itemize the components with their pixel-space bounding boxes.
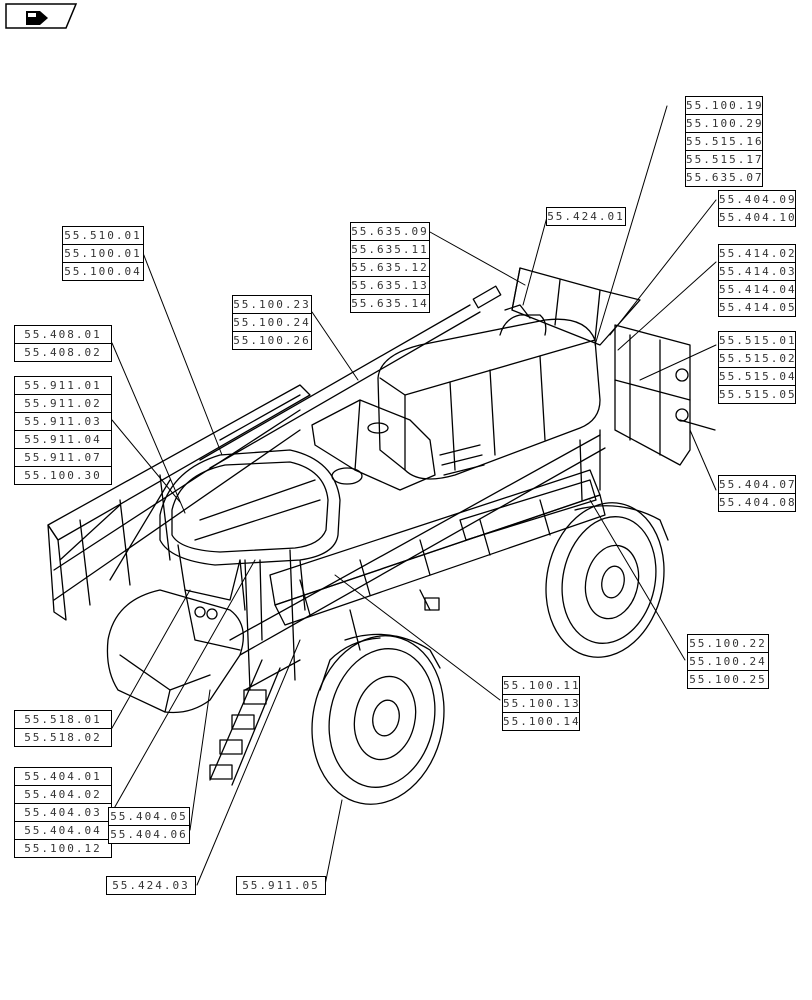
part-ref[interactable]: 55.515.02 <box>719 349 795 367</box>
part-ref[interactable]: 55.408.02 <box>15 343 111 361</box>
part-ref[interactable]: 55.404.05 <box>110 810 188 823</box>
part-ref[interactable]: 55.404.01 <box>24 770 102 783</box>
part-ref[interactable]: 55.404.02 <box>15 785 111 803</box>
part-ref[interactable]: 55.100.24 <box>233 313 311 331</box>
part-ref[interactable]: 55.100.12 <box>15 839 111 857</box>
part-ref[interactable]: 55.404.08 <box>719 493 795 511</box>
callout-c17[interactable]: 55.424.03 <box>106 876 196 895</box>
part-ref[interactable]: 55.408.01 <box>24 328 102 341</box>
callout-c1[interactable]: 55.100.19 55.100.29 55.515.16 55.515.17 … <box>685 96 763 187</box>
part-ref[interactable]: 55.414.04 <box>719 280 795 298</box>
part-ref[interactable]: 55.100.19 <box>686 99 764 112</box>
part-ref[interactable]: 55.911.07 <box>15 448 111 466</box>
callout-c12[interactable]: 55.100.22 55.100.24 55.100.25 <box>687 634 769 689</box>
callout-c3[interactable]: 55.404.09 55.404.10 <box>718 190 796 227</box>
callout-c13[interactable]: 55.100.11 55.100.13 55.100.14 <box>502 676 580 731</box>
front-hood <box>106 589 244 714</box>
part-ref[interactable]: 55.515.05 <box>719 385 795 403</box>
chassis-frame <box>229 429 606 691</box>
callout-c7[interactable]: 55.100.23 55.100.24 55.100.26 <box>232 295 312 350</box>
part-ref[interactable]: 55.414.05 <box>719 298 795 316</box>
callout-c11[interactable]: 55.404.07 55.404.08 <box>718 475 796 512</box>
part-ref[interactable]: 55.100.14 <box>503 712 579 730</box>
part-ref[interactable]: 55.518.02 <box>15 728 111 746</box>
back-arrow-icon <box>26 11 48 25</box>
part-ref[interactable]: 55.911.05 <box>242 879 320 892</box>
part-ref[interactable]: 55.100.26 <box>233 331 311 349</box>
part-ref[interactable]: 55.404.07 <box>719 478 797 491</box>
ladder <box>209 659 281 786</box>
part-ref[interactable]: 55.518.01 <box>24 713 102 726</box>
part-ref[interactable]: 55.515.16 <box>686 132 762 150</box>
leader-lines <box>111 105 717 886</box>
callout-c2[interactable]: 55.424.01 <box>546 207 626 226</box>
part-ref[interactable]: 55.515.04 <box>719 367 795 385</box>
part-ref[interactable]: 55.635.13 <box>351 276 429 294</box>
part-ref[interactable]: 55.515.01 <box>719 334 797 347</box>
part-ref[interactable]: 55.404.03 <box>15 803 111 821</box>
callout-c8[interactable]: 55.408.01 55.408.02 <box>14 325 112 362</box>
rinse-tank <box>311 399 485 491</box>
callout-c5[interactable]: 55.510.01 55.100.01 55.100.04 <box>62 226 144 281</box>
callout-c6[interactable]: 55.414.02 55.414.03 55.414.04 55.414.05 <box>718 244 796 317</box>
part-ref[interactable]: 55.635.12 <box>351 258 429 276</box>
part-ref[interactable]: 55.635.11 <box>351 240 429 258</box>
part-ref[interactable]: 55.911.04 <box>15 430 111 448</box>
part-ref[interactable]: 55.911.03 <box>15 412 111 430</box>
part-ref[interactable]: 55.515.17 <box>686 150 762 168</box>
part-ref[interactable]: 55.100.01 <box>63 244 143 262</box>
part-ref[interactable]: 55.100.30 <box>15 466 111 484</box>
part-ref[interactable]: 55.424.01 <box>547 210 625 223</box>
part-ref[interactable]: 55.100.04 <box>63 262 143 280</box>
callout-c4[interactable]: 55.635.09 55.635.11 55.635.12 55.635.13 … <box>350 222 430 313</box>
part-ref[interactable]: 55.911.02 <box>15 394 111 412</box>
rear-wheel <box>545 502 669 658</box>
part-ref[interactable]: 55.635.07 <box>686 168 762 186</box>
part-ref[interactable]: 55.100.24 <box>688 652 768 670</box>
callout-c18[interactable]: 55.911.05 <box>236 876 326 895</box>
left-boom <box>47 384 311 621</box>
callout-c9[interactable]: 55.515.01 55.515.02 55.515.04 55.515.05 <box>718 331 796 404</box>
part-ref[interactable]: 55.635.14 <box>351 294 429 312</box>
callout-c14[interactable]: 55.518.01 55.518.02 <box>14 710 112 747</box>
part-ref[interactable]: 55.635.09 <box>351 225 429 238</box>
part-ref[interactable]: 55.100.22 <box>689 637 767 650</box>
back-navigation-button[interactable] <box>0 0 80 32</box>
part-ref[interactable]: 55.510.01 <box>64 229 142 242</box>
part-ref[interactable]: 55.404.04 <box>15 821 111 839</box>
callout-c16[interactable]: 55.404.05 55.404.06 <box>108 807 190 844</box>
part-ref[interactable]: 55.100.29 <box>686 114 762 132</box>
part-ref[interactable]: 55.100.23 <box>233 298 311 311</box>
part-ref[interactable]: 55.404.09 <box>719 193 797 206</box>
part-ref[interactable]: 55.100.25 <box>688 670 768 688</box>
part-ref[interactable]: 55.404.06 <box>109 825 189 843</box>
part-ref[interactable]: 55.100.11 <box>503 679 581 692</box>
callout-c10[interactable]: 55.911.01 55.911.02 55.911.03 55.911.04 … <box>14 376 112 485</box>
main-tank <box>377 304 601 480</box>
rear-boom-frame <box>511 267 716 466</box>
part-ref[interactable]: 55.414.03 <box>719 262 795 280</box>
part-ref[interactable]: 55.424.03 <box>112 879 190 892</box>
part-ref[interactable]: 55.404.10 <box>719 208 795 226</box>
part-ref[interactable]: 55.911.01 <box>24 379 102 392</box>
callout-c15[interactable]: 55.404.01 55.404.02 55.404.03 55.404.04 … <box>14 767 112 858</box>
cab <box>159 449 341 651</box>
part-ref[interactable]: 55.100.13 <box>503 694 579 712</box>
part-ref[interactable]: 55.414.02 <box>719 247 797 260</box>
front-wheel <box>311 633 445 805</box>
